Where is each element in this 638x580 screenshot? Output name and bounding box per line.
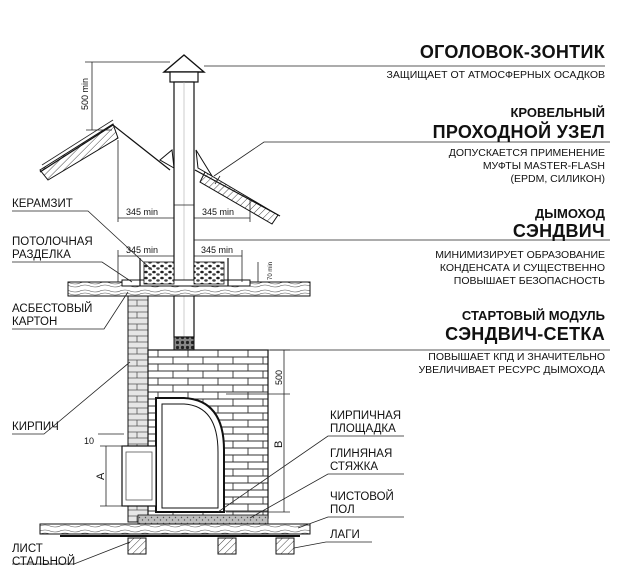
dimension-b-label: B <box>273 441 285 448</box>
roof-pass-desc-3: (EPDM, СИЛИКОН) <box>511 173 605 185</box>
dimension-a-label: A <box>95 472 107 480</box>
dimension-insulation: 70 min <box>257 262 274 282</box>
dimension-10-label: 10 <box>84 436 94 446</box>
label-asbestos-2: КАРТОН <box>12 316 57 328</box>
label-brick-pad-2: ПЛОЩАДКА <box>330 423 396 435</box>
label-clay-2: СТЯЖКА <box>330 461 378 473</box>
chimney-desc-1: МИНИМИЗИРУЕТ ОБРАЗОВАНИЕ <box>435 249 605 261</box>
label-brick-pad-1: КИРПИЧНАЯ <box>330 410 401 422</box>
dimension-brick-height-label: 500 <box>274 370 284 385</box>
chimney-title-2: СЭНДВИЧ <box>513 221 605 241</box>
label-cap: ОГОЛОВОК-ЗОНТИК ЗАЩИЩАЕТ ОТ АТМОСФЕРНЫХ … <box>387 42 606 81</box>
cap-title: ОГОЛОВОК-ЗОНТИК <box>420 42 606 62</box>
cap-desc: ЗАЩИЩАЕТ ОТ АТМОСФЕРНЫХ ОСАДКОВ <box>387 69 605 81</box>
dimension-ceiling-left-label: 345 min <box>126 245 158 255</box>
chimney-cap <box>162 54 206 83</box>
label-steel-1: ЛИСТ <box>12 543 43 555</box>
roof-left-slope <box>39 119 171 181</box>
label-roof-pass: КРОВЕЛЬНЫЙ ПРОХОДНОЙ УЗЕЛ ДОПУСКАЕТСЯ ПР… <box>433 105 605 185</box>
dimension-roof-left-label: 345 min <box>126 207 158 217</box>
roof-right-slope <box>194 169 281 225</box>
label-joists: ЛАГИ <box>330 529 360 541</box>
leader-lines <box>12 65 610 565</box>
label-asbestos-1: АСБЕСТОВЫЙ <box>12 302 92 315</box>
roof-pass-desc-2: МУФТЫ MASTER-FLASH <box>483 160 605 172</box>
label-floor-2: ПОЛ <box>330 504 355 516</box>
floor <box>39 514 311 537</box>
label-clay-1: ГЛИНЯНАЯ <box>330 448 392 460</box>
dimension-insulation-label: 70 min <box>268 262 274 280</box>
start-module-title-2: СЭНДВИЧ-СЕТКА <box>445 324 605 344</box>
dimension-roof: 345 min 345 min <box>117 140 251 222</box>
joists <box>127 537 295 555</box>
label-chimney: ДЫМОХОД СЭНДВИЧ МИНИМИЗИРУЕТ ОБРАЗОВАНИЕ… <box>435 206 606 287</box>
dimension-b: B <box>226 394 290 513</box>
dimension-a: A <box>95 445 124 507</box>
chimney-title-1: ДЫМОХОД <box>535 206 606 221</box>
stove <box>121 397 225 513</box>
label-ceiling-1: ПОТОЛОЧНАЯ <box>12 236 93 248</box>
ceiling-penetration <box>139 258 229 286</box>
label-steel-2: СТАЛЬНОЙ <box>12 555 75 568</box>
label-keramzit: КЕРАМЗИТ <box>12 198 73 210</box>
dimension-roof-right-label: 345 min <box>202 207 234 217</box>
roof-flashing <box>159 149 213 177</box>
dimension-10: 10 <box>84 433 124 446</box>
roof-pass-desc-1: ДОПУСКАЕТСЯ ПРИМЕНЕНИЕ <box>449 147 605 159</box>
roof-pass-title-2: ПРОХОДНОЙ УЗЕЛ <box>433 121 605 142</box>
dimension-ceiling-right-label: 345 min <box>201 245 233 255</box>
sandwich-pipe <box>173 81 195 338</box>
label-start-module: СТАРТОВЫЙ МОДУЛЬ СЭНДВИЧ-СЕТКА ПОВЫШАЕТ … <box>418 308 605 376</box>
dimension-cap-height: 500 min <box>80 61 170 131</box>
roof-pass-title-1: КРОВЕЛЬНЫЙ <box>510 105 605 120</box>
label-ceiling-2: РАЗДЕЛКА <box>12 249 71 261</box>
dimension-ceiling: 345 min 345 min <box>117 245 243 282</box>
dimension-cap-height-label: 500 min <box>80 78 90 110</box>
start-module-title-1: СТАРТОВЫЙ МОДУЛЬ <box>462 308 605 323</box>
label-floor-1: ЧИСТОВОЙ <box>330 490 394 503</box>
ceiling-slab <box>67 279 311 297</box>
start-module-desc-2: УВЕЛИЧИВАЕТ РЕСУРС ДЫМОХОДА <box>418 364 605 376</box>
label-brick: КИРПИЧ <box>12 421 59 433</box>
chimney-desc-3: ПОВЫШАЕТ БЕЗОПАСНОСТЬ <box>454 275 605 287</box>
chimney-desc-2: КОНДЕНСАТА И СУЩЕСТВЕННО <box>440 262 605 274</box>
start-module-desc-1: ПОВЫШАЕТ КПД И ЗНАЧИТЕЛЬНО <box>428 351 605 363</box>
